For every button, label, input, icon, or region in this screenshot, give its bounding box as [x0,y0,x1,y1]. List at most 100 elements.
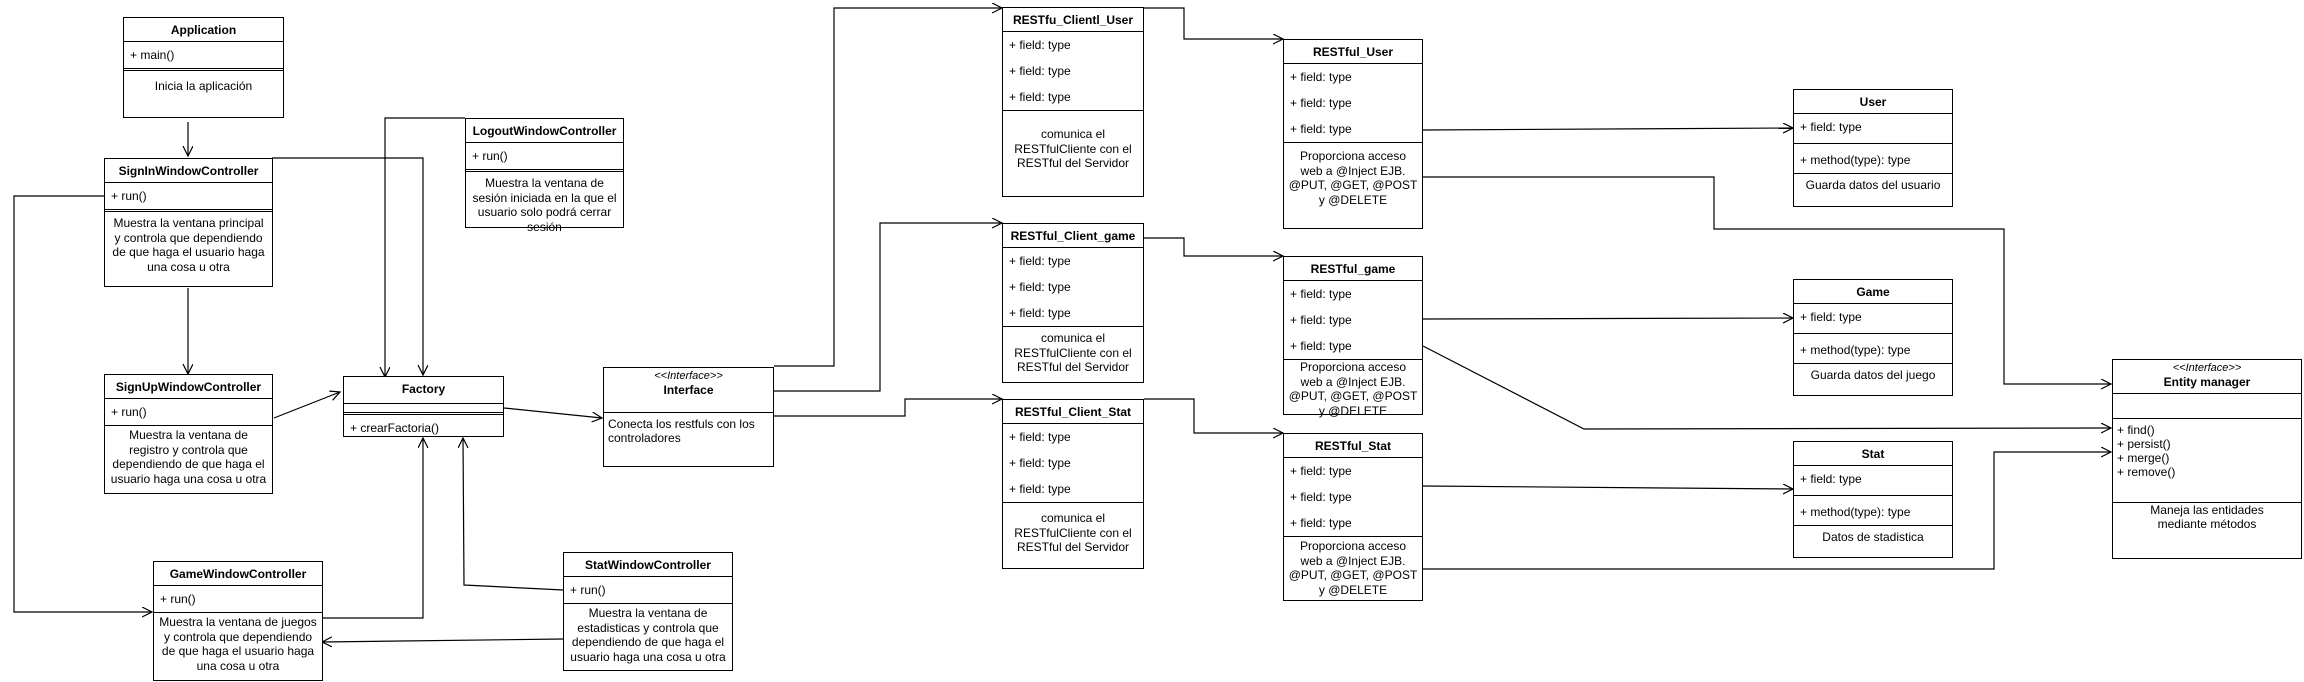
class-entity-manager[interactable]: <<Interface>> Entity manager + find() + … [2112,359,2302,559]
arrow-restfuluser-entitymanager [1423,176,2111,384]
field: + field: type [1290,122,1352,137]
class-restful-client-stat[interactable]: RESTful_Client_Stat + field: type + fiel… [1002,399,1144,569]
arrow-clientstat-restfulstat [1144,398,1283,433]
class-note: Datos de stadistica [1794,525,1952,548]
class-stat[interactable]: Stat + field: type + method(type): type … [1793,441,1953,558]
class-name: Factory [344,377,503,405]
class-name: RESTful_Client_game [1003,224,1143,249]
field: + field: type [1009,482,1071,497]
field: + field: type [1009,280,1071,295]
operation: + find() [2117,422,2155,437]
arrow-signin-gamewindow [13,195,152,612]
arrow-restfulgame-game [1422,318,1793,319]
class-note: Muestra la ventana de estadisticas y con… [564,603,732,668]
class-restful-game[interactable]: RESTful_game + field: type + field: type… [1283,256,1423,418]
class-name: User [1794,90,1952,115]
class-note: Guarda datos del juego [1794,363,1952,386]
field: + field: type [1009,456,1071,471]
arrow-interface-clientuser [774,8,1002,367]
class-application[interactable]: Application + main() Inicia la aplicació… [123,17,284,118]
arrow-restfuluser-user [1422,128,1793,130]
class-name: RESTful_User [1284,40,1422,65]
arrow-signin-factory [272,157,423,375]
class-name: RESTful_game [1284,257,1422,282]
field: + field: type [1290,490,1352,505]
class-signin-window-controller[interactable]: SignInWindowController + run() Muestra l… [104,158,273,287]
attributes-compartment [2113,394,2301,419]
class-note: Muestra la ventana de registro y control… [105,425,272,490]
stereotype-label: <<Interface>> [2172,362,2242,374]
class-user[interactable]: User + field: type + method(type): type … [1793,89,1953,207]
class-signup-window-controller[interactable]: SignUpWindowController + run() Muestra l… [104,374,273,494]
class-name: Stat [1794,442,1952,467]
class-stat-window-controller[interactable]: StatWindowController + run() Muestra la … [563,552,733,671]
class-name: Game [1794,280,1952,305]
arrow-interface-clientgame [774,223,1002,392]
class-name: GameWindowController [154,562,322,587]
class-name: LogoutWindowController [466,119,623,144]
class-name: RESTful_Stat [1284,434,1422,459]
arrow-signup-factory [273,392,340,419]
class-note: Proporciona acceso web a @Inject EJB. @P… [1284,359,1422,422]
field: + field: type [1290,464,1352,479]
class-note: Proporciona acceso web a @Inject EJB. @P… [1284,536,1422,601]
class-name: SignInWindowController [105,159,272,184]
method: + run() [472,149,508,164]
field: + field: type [1290,287,1352,302]
class-note: Muestra la ventana principal y controla … [105,209,272,278]
class-name: StatWindowController [564,553,732,578]
class-name: RESTful_Client_Stat [1003,400,1143,425]
class-note: comunica el RESTfulCliente con el RESTfu… [1003,326,1143,378]
class-note: Maneja las entidades mediante métodos [2150,502,2264,531]
class-restful-user[interactable]: RESTful_User + field: type + field: type… [1283,39,1423,229]
class-factory[interactable]: Factory + crearFactoria() [343,376,504,437]
arrow-statwindow-factory [463,438,564,591]
class-restful-stat[interactable]: RESTful_Stat + field: type + field: type… [1283,433,1423,601]
class-logout-window-controller[interactable]: LogoutWindowController + run() Muestra l… [465,118,624,234]
field: + field: type [1290,313,1352,328]
class-note: Muestra la ventana de juegos y controla … [154,612,322,677]
stereotype-label: <<Interface>> [654,370,723,382]
interface-header: <<Interface>> Entity manager [2113,360,2301,394]
method: + crearFactoria() [344,412,503,441]
arrow-clientuser-restfuluser [1144,7,1283,39]
arrow-gamewindow-factory [320,438,423,619]
arrow-restfulstat-stat [1422,486,1793,489]
arrow-factory-interface [503,407,602,418]
field: + field: type [1009,430,1071,445]
class-restful-client-user[interactable]: RESTfu_Clientl_User + field: type + fiel… [1002,7,1144,197]
operations-compartment: + find() + persist() + merge() + remove(… [2113,419,2301,503]
class-restful-client-game[interactable]: RESTful_Client_game + field: type + fiel… [1002,223,1144,383]
class-note: Proporciona acceso web a @Inject EJB. @P… [1284,142,1422,211]
field: + field: type [1800,472,1862,487]
field: + field: type [1290,339,1352,354]
arrow-interface-clientstat [774,399,1002,417]
field: + field: type [1009,306,1071,321]
field: + field: type [1009,90,1071,105]
interface-header: <<Interface>> Interface [604,368,773,404]
class-note: Conecta los restfuls con los controlador… [604,411,773,450]
arrow-statwindow-gamewindow [322,639,564,642]
class-note: Inicia la aplicación [124,68,283,97]
class-name: Interface [663,383,714,398]
class-name: RESTfu_Clientl_User [1003,8,1143,33]
method: + run() [111,189,147,204]
class-game[interactable]: Game + field: type + method(type): type … [1793,279,1953,396]
arrow-restfulstat-entitymanager [1423,452,2111,570]
operation: + remove() [2117,464,2176,479]
field: + field: type [1290,96,1352,111]
method: + run() [111,405,147,420]
class-game-window-controller[interactable]: GameWindowController + run() Muestra la … [153,561,323,681]
method: + method(type): type [1794,333,1952,363]
class-name: SignUpWindowController [105,375,272,400]
method: + main() [130,48,175,63]
arrow-clientgame-restfulgame [1144,237,1283,256]
method: + method(type): type [1794,143,1952,173]
field: + field: type [1800,310,1862,325]
field: + field: type [1290,516,1352,531]
class-note: comunica el RESTfulCliente con el RESTfu… [1003,110,1143,174]
method: + run() [570,583,606,598]
class-interface[interactable]: <<Interface>> Interface Conecta los rest… [603,367,774,467]
arrow-restfulgame-entitymanager [1422,345,2111,429]
